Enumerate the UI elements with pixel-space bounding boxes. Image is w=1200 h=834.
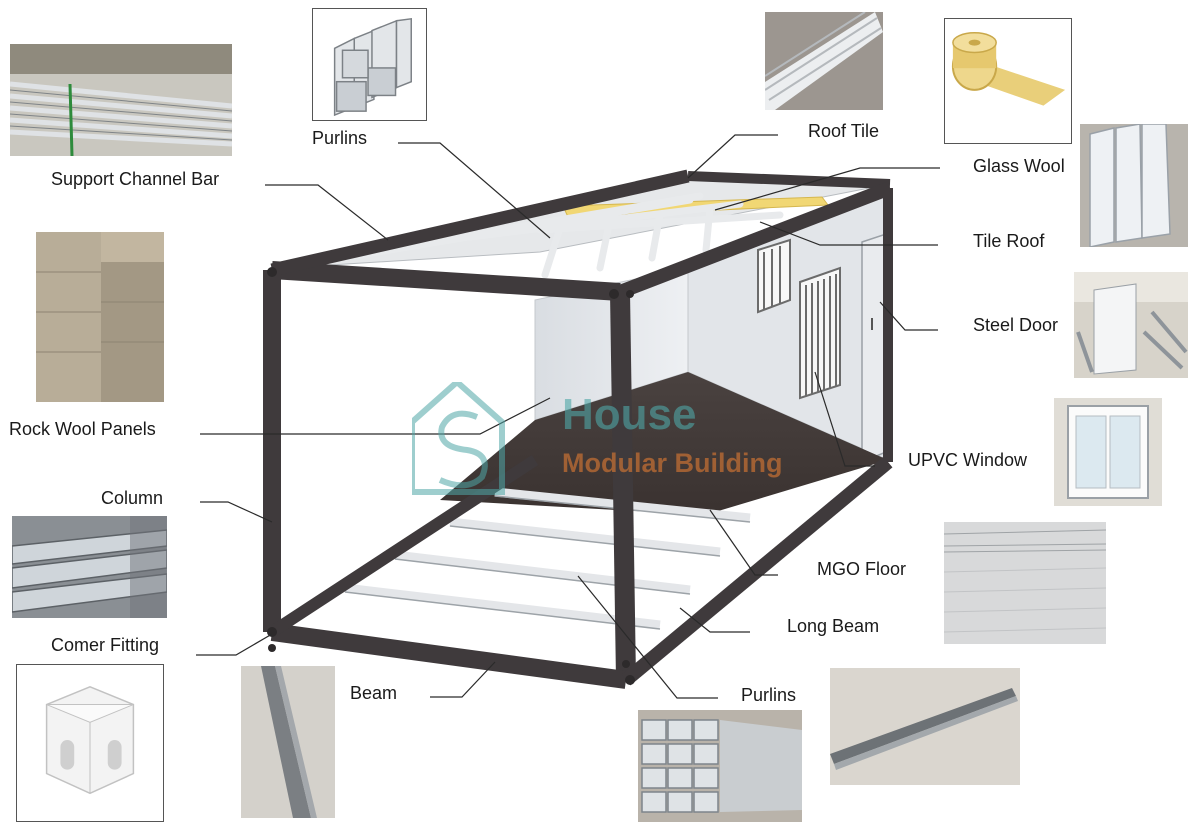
- long-beam-photo: [830, 668, 1020, 785]
- label-corner-fitting: Comer Fitting: [51, 635, 160, 655]
- label-steel-door: Steel Door: [973, 315, 1059, 335]
- label-beam: Beam: [350, 683, 398, 703]
- floor-beams: [344, 487, 751, 630]
- purlins-bottom-photo: [638, 710, 802, 822]
- watermark-subtitle: Modular Building: [562, 448, 783, 478]
- roof-tile-photo: [765, 12, 883, 110]
- mgo-floor-photo: [944, 522, 1106, 644]
- support-channel-bar-photo: [10, 44, 232, 156]
- rock-wool-panels-photo: [36, 232, 164, 402]
- steel-frame: [263, 169, 893, 689]
- label-purlins-bottom: Purlins: [741, 685, 797, 705]
- beam-photo: [241, 666, 335, 818]
- label-column: Column: [101, 488, 164, 508]
- label-roof-tile: Roof Tile: [808, 121, 880, 141]
- label-rock-wool-panels: Rock Wool Panels: [9, 419, 156, 439]
- label-long-beam: Long Beam: [787, 616, 880, 636]
- label-glass-wool: Glass Wool: [973, 156, 1065, 176]
- label-purlins-top: Purlins: [312, 128, 368, 148]
- upvc-window-photo: [1054, 398, 1162, 506]
- corner-fitting-photo: [16, 664, 164, 822]
- watermark-logo: House Modular Building: [409, 377, 812, 507]
- mgo-floor-surface: [440, 372, 888, 515]
- glass-wool-photo: [944, 18, 1072, 144]
- label-tile-roof: Tile Roof: [973, 231, 1045, 251]
- label-mgo-floor: MGO Floor: [817, 559, 907, 579]
- steel-door-photo: [1074, 272, 1188, 378]
- steel-door-shape: [861, 232, 887, 464]
- label-upvc-window: UPVC Window: [908, 450, 1028, 470]
- watermark-brand: House: [562, 390, 697, 439]
- purlins-top-photo: [312, 8, 427, 121]
- corner-fittings: [267, 267, 635, 685]
- label-support-channel-bar: Support Channel Bar: [51, 169, 220, 189]
- column-photo: [12, 516, 167, 618]
- tile-roof-photo: [1080, 124, 1188, 247]
- leader-lines: [196, 134, 940, 699]
